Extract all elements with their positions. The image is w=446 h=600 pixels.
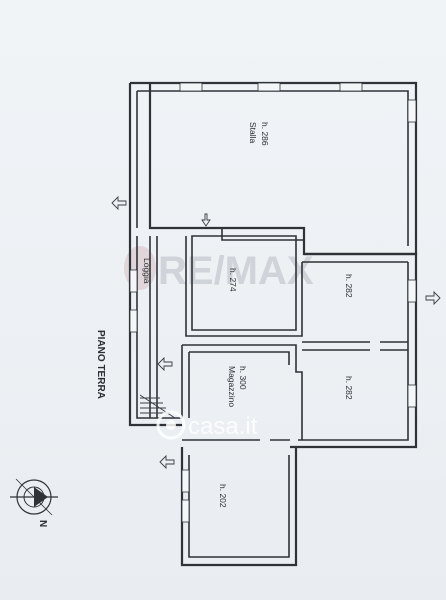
entry-arrows [111, 195, 441, 470]
room-name-magazzino: Magazzino [227, 366, 237, 407]
entry-arrow-left-upper [111, 195, 127, 211]
room-height-282-lower: h. 282 [344, 376, 354, 400]
room-height-magazzino: h. 300 [238, 366, 248, 390]
room-label-282-lower: h. 282 [344, 376, 354, 400]
north-label-group: N [37, 520, 48, 527]
loggia-label: Loggia [142, 258, 152, 284]
room-label-202: h. 202 [218, 484, 228, 508]
room-label-stalla: Stalla h. 286 [248, 122, 270, 146]
plan-title: PIANO TERRA [95, 330, 106, 399]
room-name-stalla: Stalla [248, 122, 258, 144]
interior-walls [149, 228, 408, 441]
plan-title-group: PIANO TERRA [95, 330, 106, 399]
room-height-282-upper: h. 282 [344, 274, 354, 298]
entry-arrow-right [425, 290, 441, 306]
room-height-202: h. 202 [218, 484, 228, 508]
windows [129, 82, 417, 523]
outer-walls [128, 81, 418, 567]
room-height-stalla: h. 286 [260, 122, 270, 146]
entry-arrow-lower [159, 454, 175, 470]
remax-watermark-text: RE/MAX [158, 249, 314, 293]
loggia-stairs [139, 394, 176, 419]
entry-arrow-mid [157, 356, 173, 372]
room-label-274: h. 274 [228, 268, 238, 292]
north-label: N [37, 520, 48, 527]
entry-arrow-top [201, 213, 211, 227]
casa-watermark: casa.it [156, 410, 258, 440]
loggia-label-group: Loggia [142, 258, 152, 284]
room-label-282-upper: h. 282 [344, 274, 354, 298]
room-label-magazzino: Magazzino h. 300 [227, 366, 248, 407]
room-height-274: h. 274 [228, 268, 238, 292]
north-compass-icon [10, 478, 58, 516]
casa-watermark-text: casa.it [188, 413, 258, 440]
